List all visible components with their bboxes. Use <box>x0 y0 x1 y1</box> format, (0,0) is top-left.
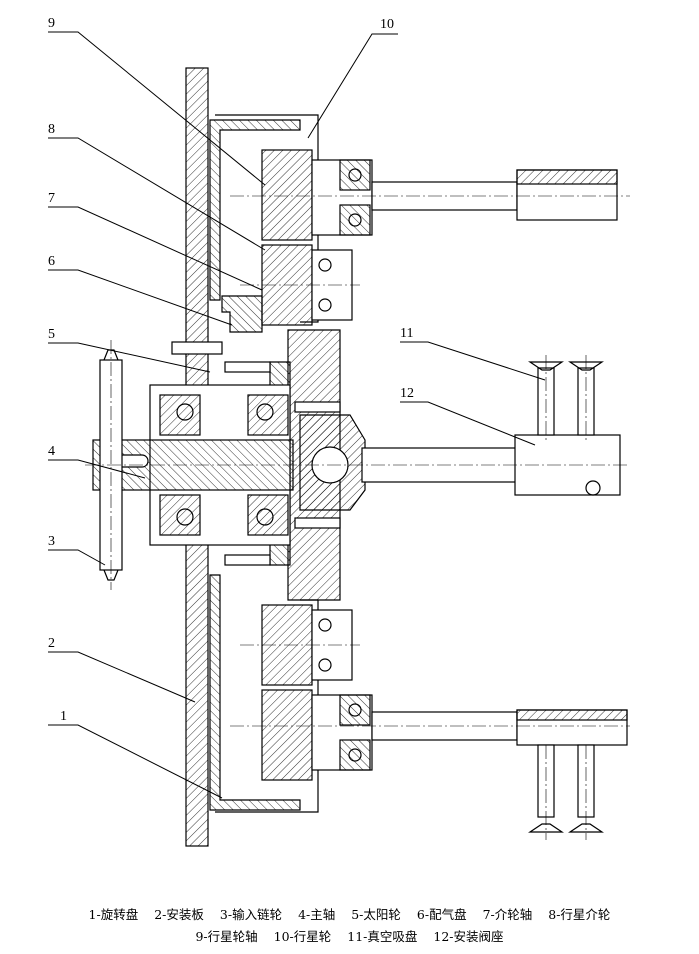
machine-body <box>92 67 628 847</box>
callout-9: 9 <box>48 16 55 31</box>
legend-item: 3-输入链轮 <box>219 907 283 922</box>
callout-2: 2 <box>48 636 55 651</box>
vacuum-cup-lower <box>528 744 604 833</box>
legend-item: 9-行星轮轴 <box>195 929 258 944</box>
callout-3: 3 <box>48 534 55 549</box>
leader-lines <box>48 31 546 799</box>
callout-6: 6 <box>48 254 55 269</box>
legend-line-1: 1-旋转盘 2-安装板 3-输入链轮 4-主轴 5-太阳轮 6-配气盘 7-介轮… <box>0 904 699 923</box>
legend-line-2: 9-行星轮轴 10-行星轮 11-真空吸盘 12-安装阀座 <box>0 926 699 945</box>
distribution-plate <box>221 295 263 333</box>
callout-1: 1 <box>60 709 67 724</box>
legend-item: 10-行星轮 <box>273 929 332 944</box>
callout-10: 10 <box>380 17 394 32</box>
legend-item: 5-太阳轮 <box>351 907 401 922</box>
callout-5: 5 <box>48 327 55 342</box>
vacuum-cup-upper <box>528 361 604 436</box>
callout-7: 7 <box>48 191 55 206</box>
legend-item: 1-旋转盘 <box>88 907 139 922</box>
legend-item: 7-介轮轴 <box>482 907 533 922</box>
legend-item: 2-安装板 <box>154 907 204 922</box>
legend-item: 4-主轴 <box>298 907 336 922</box>
mechanism-drawing: 9 10 8 7 6 5 11 12 4 3 2 1 <box>48 16 630 847</box>
callout-8: 8 <box>48 122 55 137</box>
callout-4: 4 <box>48 444 55 459</box>
mounting-plate <box>209 119 301 301</box>
legend-item: 8-行星介轮 <box>548 907 611 922</box>
callout-12: 12 <box>400 386 414 401</box>
callout-11: 11 <box>400 326 413 341</box>
legend-item: 12-安装阀座 <box>433 929 504 944</box>
legend-item: 6-配气盘 <box>416 907 467 922</box>
callout-labels: 9 10 8 7 6 5 11 12 4 3 2 1 <box>48 16 414 724</box>
legend-item: 11-真空吸盘 <box>347 929 418 944</box>
